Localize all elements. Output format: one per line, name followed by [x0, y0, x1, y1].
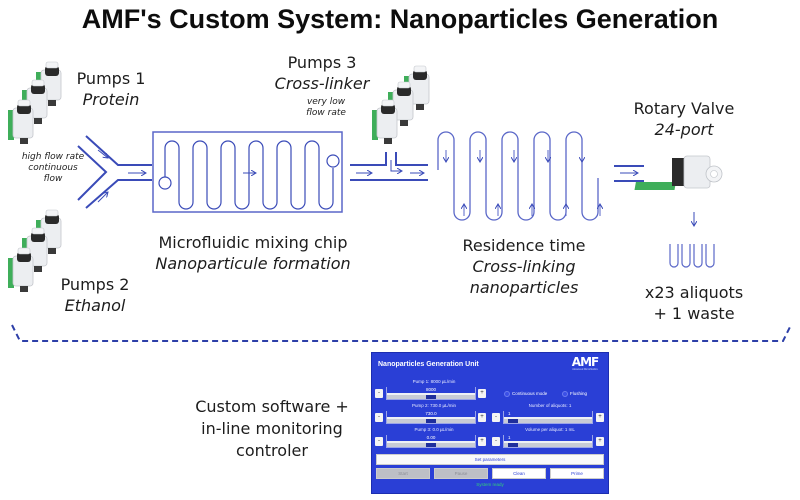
pump-3-label: Pump 3: 0.0 µL/min	[414, 427, 454, 432]
pump-2-slider[interactable]: 730.0	[386, 411, 476, 424]
caption-line: in-line monitoring	[201, 419, 343, 438]
page-title: AMF's Custom System: Nanoparticles Gener…	[81, 4, 719, 34]
aliquots-slider[interactable]: 1	[503, 411, 593, 424]
pump-2-decrement-button[interactable]: -	[375, 413, 383, 422]
inlet-flow-note: high flow rate continuous flow	[18, 152, 88, 185]
pump-2-label: Pump 2: 730.0 µL/min	[411, 403, 457, 408]
volume-decrement-button[interactable]: -	[492, 437, 500, 446]
test-tubes-icon	[669, 244, 715, 268]
pause-button[interactable]: Pause	[434, 468, 488, 479]
note-line: high flow rate	[21, 152, 85, 162]
residence-coil	[437, 131, 600, 221]
note-line: flow rate	[306, 108, 346, 118]
pump-3-decrement-button[interactable]: -	[375, 437, 383, 446]
pump-1-label: Pump 1: 8000 µL/min	[412, 379, 456, 384]
radio-label: Continuous mode	[512, 391, 548, 397]
aliquots-count-label: Number of aliquots: 1	[528, 403, 572, 408]
logo-subtext: Advanced Microfluidics	[572, 368, 598, 371]
rotary-valve-icon	[634, 155, 723, 190]
residence-label: Residence time Cross-linking nanoparticl…	[454, 235, 594, 298]
pumps-3-label: Pumps 3 Cross-linker	[272, 52, 372, 94]
prime-button[interactable]: Prime	[550, 468, 604, 479]
t-junction	[350, 152, 428, 181]
slider-thumb[interactable]	[426, 419, 436, 423]
pump-1-decrement-button[interactable]: -	[375, 389, 383, 398]
pumps-1-name: Pumps 1	[76, 69, 146, 88]
note-line: continuous	[28, 163, 78, 173]
window-title: Nanoparticles Generation Unit	[378, 361, 479, 368]
slider-track	[387, 419, 475, 423]
mixing-chip-icon	[152, 131, 343, 213]
outlet-channel	[614, 165, 644, 182]
rotary-valve-subtitle: 24-port	[654, 120, 714, 139]
software-caption: Custom software + in-line monitoring con…	[172, 396, 372, 462]
start-button[interactable]: Start	[376, 468, 430, 479]
pump-1-increment-button[interactable]: +	[478, 389, 486, 398]
pumps-3-name: Pumps 3	[287, 53, 357, 72]
pumps-2-name: Pumps 2	[60, 275, 130, 294]
pumps-2-fluid: Ethanol	[64, 296, 126, 315]
aliquots-line-2: + 1 waste	[653, 304, 735, 323]
aliquots-label: x23 aliquots + 1 waste	[634, 282, 754, 324]
caption-line: controler	[236, 441, 308, 460]
note-line: flow	[43, 174, 63, 184]
dashed-bracket	[11, 324, 792, 342]
pumps-2-label: Pumps 2 Ethanol	[50, 274, 140, 316]
mixing-chip-subtitle: Nanoparticule formation	[155, 254, 351, 273]
slider-track	[504, 443, 592, 447]
slider-thumb[interactable]	[508, 443, 518, 447]
volume-slider[interactable]: 1	[503, 435, 593, 448]
set-parameters-button[interactable]: Set parameters	[376, 454, 604, 465]
volume-label: Volume per aliquot: 1 mL	[525, 427, 575, 432]
pump-3-increment-button[interactable]: +	[478, 437, 486, 446]
software-window: Nanoparticles Generation Unit AMF Advanc…	[371, 352, 609, 494]
slider-thumb[interactable]	[508, 419, 518, 423]
pump-2-value: 730.0	[387, 411, 475, 417]
rotary-valve-name: Rotary Valve	[633, 99, 735, 118]
y-junction	[77, 135, 152, 209]
pump-1-slider[interactable]: 8000	[386, 387, 476, 400]
pump-2-increment-button[interactable]: +	[478, 413, 486, 422]
radio-dot	[562, 391, 568, 397]
continuous-mode-radio[interactable]: Continuous mode	[504, 391, 547, 397]
clean-button[interactable]: Clean	[492, 468, 546, 479]
aliquots-line-1: x23 aliquots	[644, 283, 744, 302]
rotary-valve-label: Rotary Valve 24-port	[624, 98, 744, 140]
aliquots-value: 1	[504, 411, 592, 417]
mixing-chip-label: Microfluidic mixing chip Nanoparticule f…	[140, 232, 366, 274]
pumps-1-fluid: Protein	[82, 90, 140, 109]
mixing-chip-name: Microfluidic mixing chip	[158, 233, 348, 252]
pump-3-value: 0.00	[387, 435, 475, 441]
amf-logo: AMF Advanced Microfluidics	[568, 356, 602, 374]
residence-subtitle-2: nanoparticles	[469, 278, 579, 297]
residence-name: Residence time	[462, 236, 586, 255]
radio-label: Flushing	[570, 391, 588, 397]
status-text: System ready	[476, 482, 504, 487]
pumps-1-label: Pumps 1 Protein	[66, 68, 156, 110]
volume-value: 1	[504, 435, 592, 441]
pumps-3-flow-note: very low flow rate	[296, 97, 356, 119]
slider-track	[387, 443, 475, 447]
slider-thumb[interactable]	[426, 395, 436, 399]
caption-line: Custom software +	[195, 397, 349, 416]
pumps-1-icon	[7, 61, 62, 145]
slider-thumb[interactable]	[426, 443, 436, 447]
radio-dot	[504, 391, 510, 397]
logo-mark: AMF	[571, 355, 599, 369]
slider-track	[504, 419, 592, 423]
aliquots-increment-button[interactable]: +	[596, 413, 604, 422]
pumps-3-icon	[371, 65, 430, 145]
slider-track	[387, 395, 475, 399]
pumps-3-fluid: Cross-linker	[274, 74, 370, 93]
residence-subtitle-1: Cross-linking	[472, 257, 576, 276]
pump-3-slider[interactable]: 0.00	[386, 435, 476, 448]
volume-increment-button[interactable]: +	[596, 437, 604, 446]
note-line: very low	[306, 97, 346, 107]
flushing-radio[interactable]: Flushing	[562, 391, 587, 397]
aliquots-decrement-button[interactable]: -	[492, 413, 500, 422]
pump-1-value: 8000	[387, 387, 475, 393]
